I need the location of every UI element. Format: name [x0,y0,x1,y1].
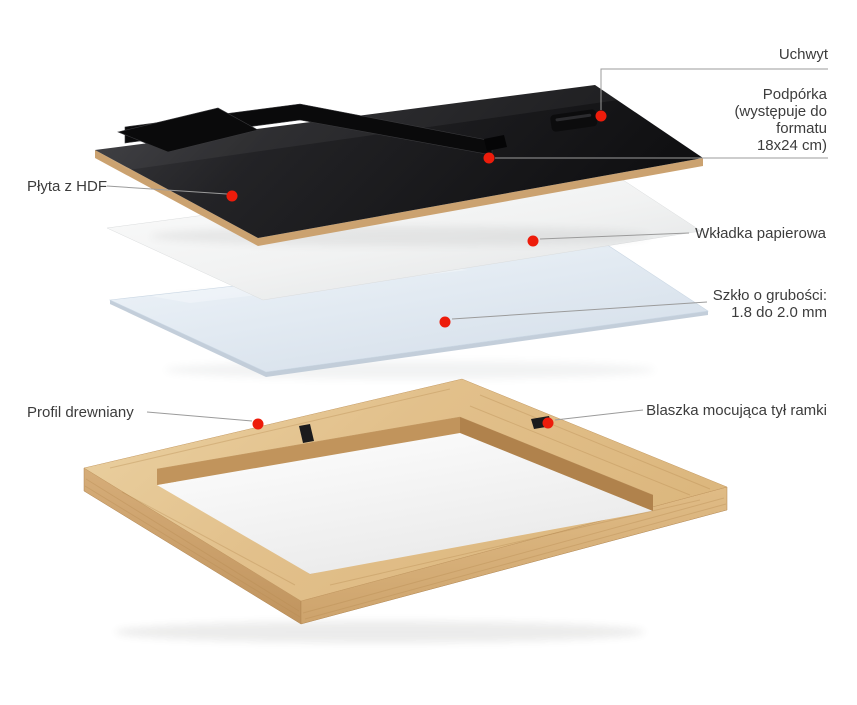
frame-inner-wall-right [460,417,653,511]
leader-line-wkladka [539,232,690,240]
label-wkladka-papierowa: Wkładka papierowa [695,225,826,242]
label-text: Podpórka [762,86,827,103]
label-text: Płyta z HDF [27,178,108,195]
frame-backing [157,433,653,574]
leader-lines [106,68,828,422]
leader-line-profil [146,411,253,422]
marker-dot-podporka [483,152,495,164]
leader-line-uchwyt [600,68,828,110]
label-text: Szkło o grubości: [712,287,827,304]
label-text: (występuje do [734,103,827,120]
label-text: Profil drewniany [27,404,134,421]
marker-dot-uchwyt [595,110,607,122]
label-szklo: Szkło o grubości: 1.8 do 2.0 mm [713,287,827,321]
panel-shadow [150,226,650,246]
frame-shadow [115,621,645,643]
label-text: formatu [776,120,827,137]
label-text: Uchwyt [778,46,828,63]
marker-dot-plyta [226,190,238,202]
label-text: 1.8 do 2.0 mm [731,304,827,321]
leader-line-szklo [451,301,708,320]
leader-line-plyta [106,185,228,195]
frame-inner-wall-left [157,417,460,485]
label-text: Blaszka mocująca tył ramki [646,402,827,419]
marker-dot-wkladka [527,235,539,247]
label-uchwyt: Uchwyt [779,46,828,63]
label-podporka: Podpórka (występuje do formatu 18x24 cm) [734,86,827,154]
mounting-tab-left [299,424,314,443]
stand-foot [117,107,259,153]
hanger-clip [550,109,598,132]
label-blaszka: Blaszka mocująca tył ramki [646,402,827,419]
label-profil-drewniany: Profil drewniany [27,404,134,421]
label-text: 18x24 cm) [756,137,827,154]
wood-grain [84,388,727,620]
label-plyta-z-hdf: Płyta z HDF [27,178,107,195]
stand-hinge [484,135,507,151]
label-text: Wkładka papierowa [695,225,826,242]
marker-dot-profil [252,418,264,430]
marker-dot-szklo [439,316,451,328]
marker-dot-blaszka [542,417,554,429]
leader-line-blaszka [554,409,644,421]
